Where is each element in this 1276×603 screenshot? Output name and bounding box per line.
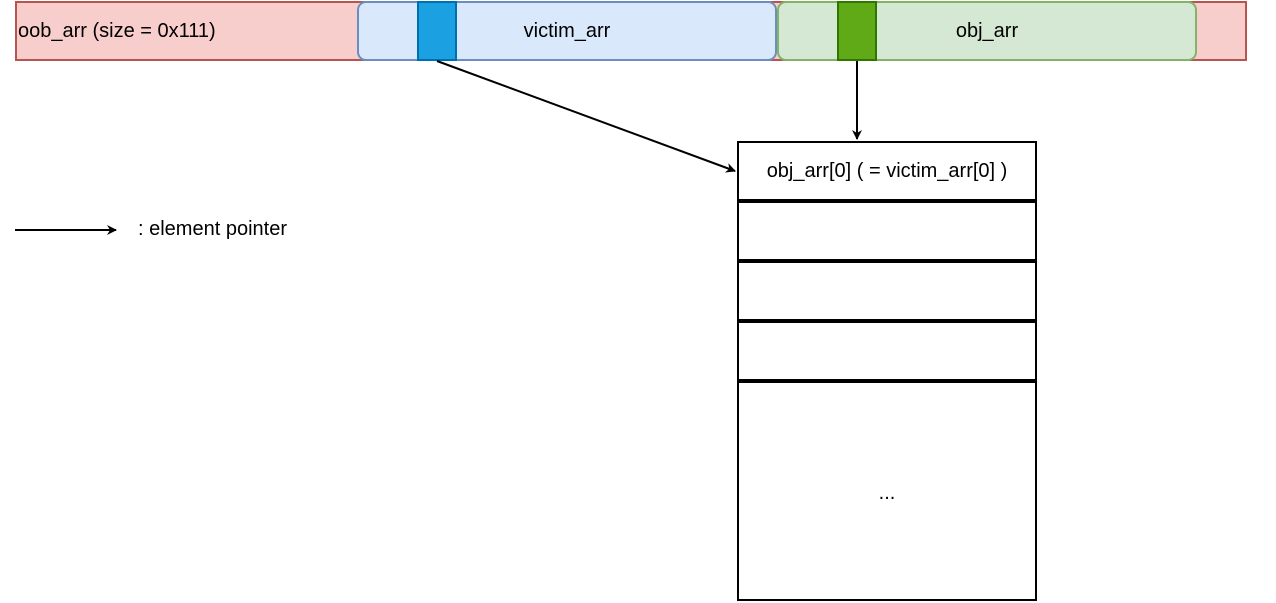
elements-row-1 — [737, 201, 1037, 261]
elements-row-2 — [737, 261, 1037, 321]
obj-arr-label: obj_arr — [955, 20, 1019, 42]
victim-pointer-arrow — [436, 60, 736, 173]
oob-arr-label: oob_arr (size = 0x111) — [18, 20, 216, 42]
elements-row-3 — [737, 321, 1037, 381]
elements-row-rest: ... — [737, 381, 1037, 601]
legend-label: : element pointer — [138, 218, 287, 240]
elements-row-0: obj_arr[0] ( = victim_arr[0] ) — [737, 141, 1037, 201]
victim-arr-element-pointer-cell — [417, 1, 457, 61]
obj-arr-element-pointer-cell — [837, 1, 877, 61]
victim-arr-label: victim_arr — [523, 20, 611, 42]
